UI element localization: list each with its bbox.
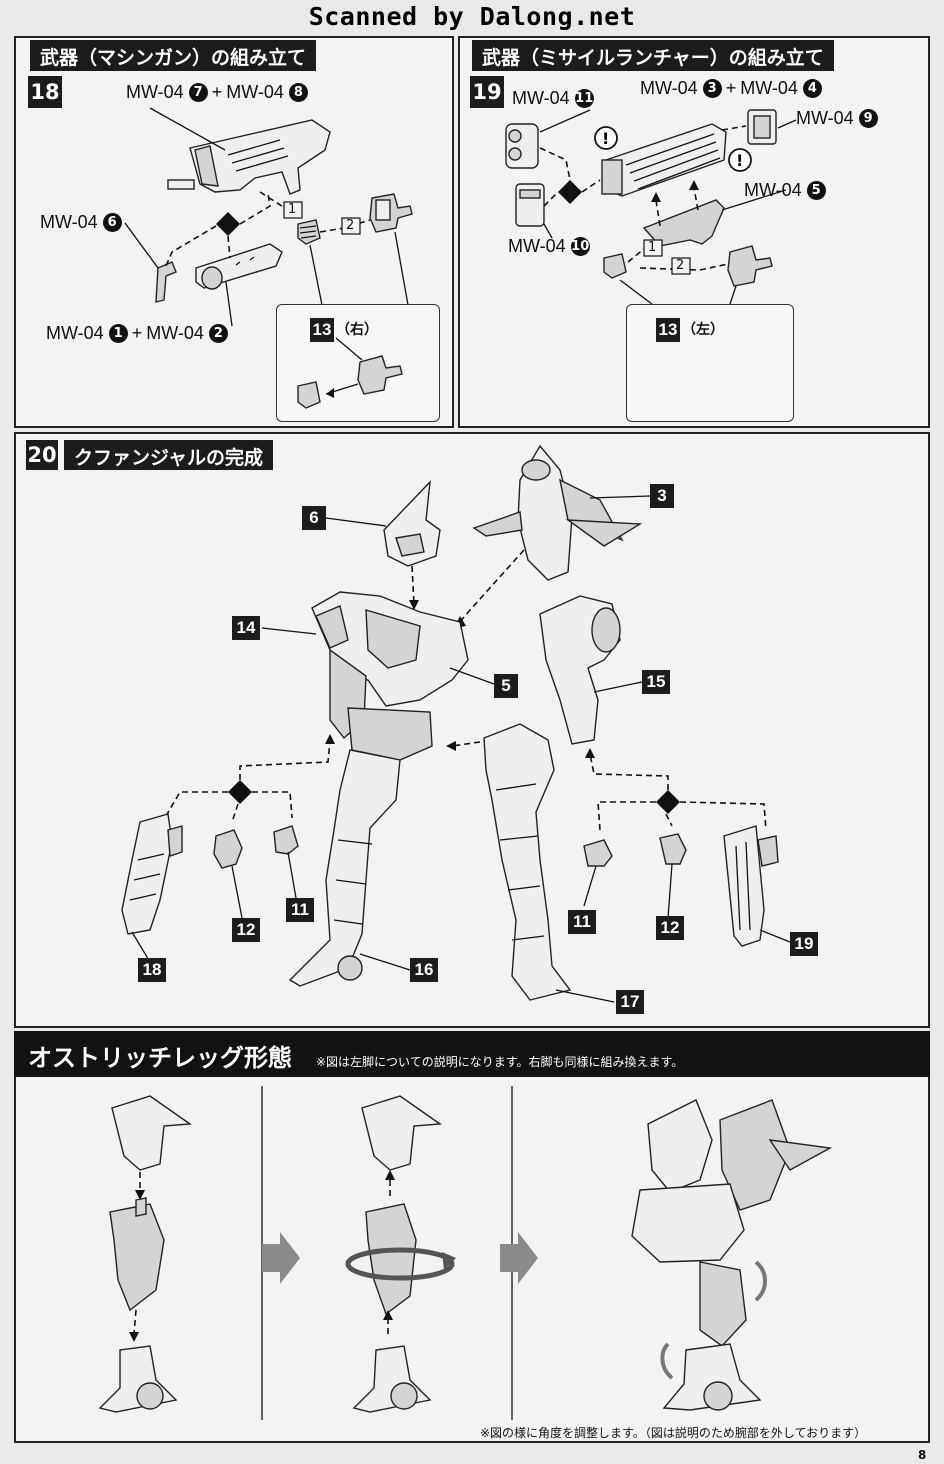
page-number: 8 [918, 1448, 927, 1462]
svg-text:!: ! [736, 151, 743, 170]
step19-label-11: MW-04 11 [512, 88, 594, 108]
ostrich-stage-1 [98, 1095, 193, 1413]
step18-hand-part [297, 219, 321, 245]
callout-14: 14 [232, 616, 260, 640]
assembly-diamond-20-left [228, 780, 252, 804]
step18-sub-reference: 13（右） [310, 318, 378, 342]
ostrich-stage-2 [345, 1095, 456, 1413]
step18-order-1: 1 [288, 202, 297, 217]
machine-gun-body [149, 107, 331, 195]
hand-11-left [273, 825, 299, 855]
callout-17: 17 [616, 990, 644, 1014]
step18-label-top: MW-04 7+MW-04 8 [126, 82, 308, 103]
part-11 [505, 123, 539, 169]
step19-order-2: 2 [676, 258, 685, 273]
callout-18: 18 [138, 958, 166, 982]
step19-title: 武器（ミサイルランチャー）の組み立て [472, 40, 834, 71]
scan-watermark: Scanned by Dalong.net [308, 2, 636, 31]
warning-icon-2: ! [728, 148, 752, 172]
machine-gun-item-18 [121, 813, 183, 935]
hand-11-right [583, 839, 613, 867]
assembly-diamond-18 [216, 212, 240, 236]
callout-5: 5 [494, 674, 518, 698]
step20-panel [14, 432, 930, 1028]
foregrip-part [155, 261, 177, 303]
missile-pod [601, 123, 727, 197]
callout-15: 15 [642, 670, 670, 694]
ostrich-bottom-note: ※図の様に角度を調整します。（図は説明のため腕部を外しております） [480, 1426, 867, 1440]
step19-label-top: MW-04 3+MW-04 4 [640, 78, 822, 99]
step18-title: 武器（マシンガン）の組み立て [30, 40, 317, 71]
step18-order-2: 2 [346, 218, 355, 233]
ostrich-leg-header: オストリッチレッグ形態 ※図は左脚についての説明になります。右脚も同様に組み換え… [14, 1031, 930, 1077]
step19-label-10: MW-04 10 [508, 236, 590, 256]
hand-12-right [659, 833, 687, 865]
backpack-part [472, 444, 643, 581]
attached-leg-part [288, 749, 401, 987]
next-arrow-1 [262, 1232, 300, 1284]
warning-icon-1: ! [594, 126, 618, 150]
callout-12-right: 12 [656, 916, 684, 940]
barrel-part [195, 243, 283, 290]
part-9 [747, 109, 777, 145]
callout-12-left: 12 [232, 918, 260, 942]
callout-6: 6 [302, 506, 326, 530]
step18-arm-part [369, 193, 413, 233]
step19-order-1: 1 [648, 240, 657, 255]
next-arrow-2 [500, 1232, 538, 1284]
step18-number: 18 [28, 76, 62, 108]
step19-hand-part [603, 253, 627, 279]
ostrich-stage-3 [631, 1099, 833, 1411]
part-10 [515, 183, 545, 227]
assembly-diamond-20-right [656, 790, 680, 814]
step18-label-left: MW-04 6 [40, 212, 122, 233]
assembly-diamond-19 [558, 180, 582, 204]
part-5 [642, 199, 725, 247]
separate-arm-part [539, 595, 621, 745]
step19-sub-reference: 13（左） [656, 318, 724, 342]
ostrich-leg-note: ※図は左脚についての説明になります。右脚も同様に組み換えます。 [316, 1055, 684, 1069]
missile-launcher-item-19 [723, 825, 779, 947]
step19-label-5: MW-04 5 [744, 180, 826, 201]
step19-subassembly-box [626, 304, 794, 422]
callout-19: 19 [790, 932, 818, 956]
callout-11-left: 11 [286, 898, 314, 922]
separate-leg-part [483, 723, 572, 1001]
step20-title: クファンジャルの完成 [64, 440, 274, 470]
callout-16: 16 [410, 958, 438, 982]
waist-part [347, 707, 433, 761]
hand-12-left [213, 829, 243, 869]
callout-3: 3 [650, 484, 674, 508]
step20-number: 20 [26, 440, 58, 470]
step18-label-bottom: MW-04 1+MW-04 2 [46, 323, 228, 344]
step19-arm-part [727, 245, 773, 287]
callout-11-right: 11 [568, 910, 596, 934]
step19-number: 19 [470, 76, 504, 108]
step19-label-9: MW-04 9 [796, 108, 878, 129]
ostrich-leg-title: オストリッチレッグ形態 [28, 1044, 292, 1072]
head-part [383, 480, 441, 567]
torso-part [311, 591, 469, 707]
svg-text:!: ! [602, 129, 609, 148]
